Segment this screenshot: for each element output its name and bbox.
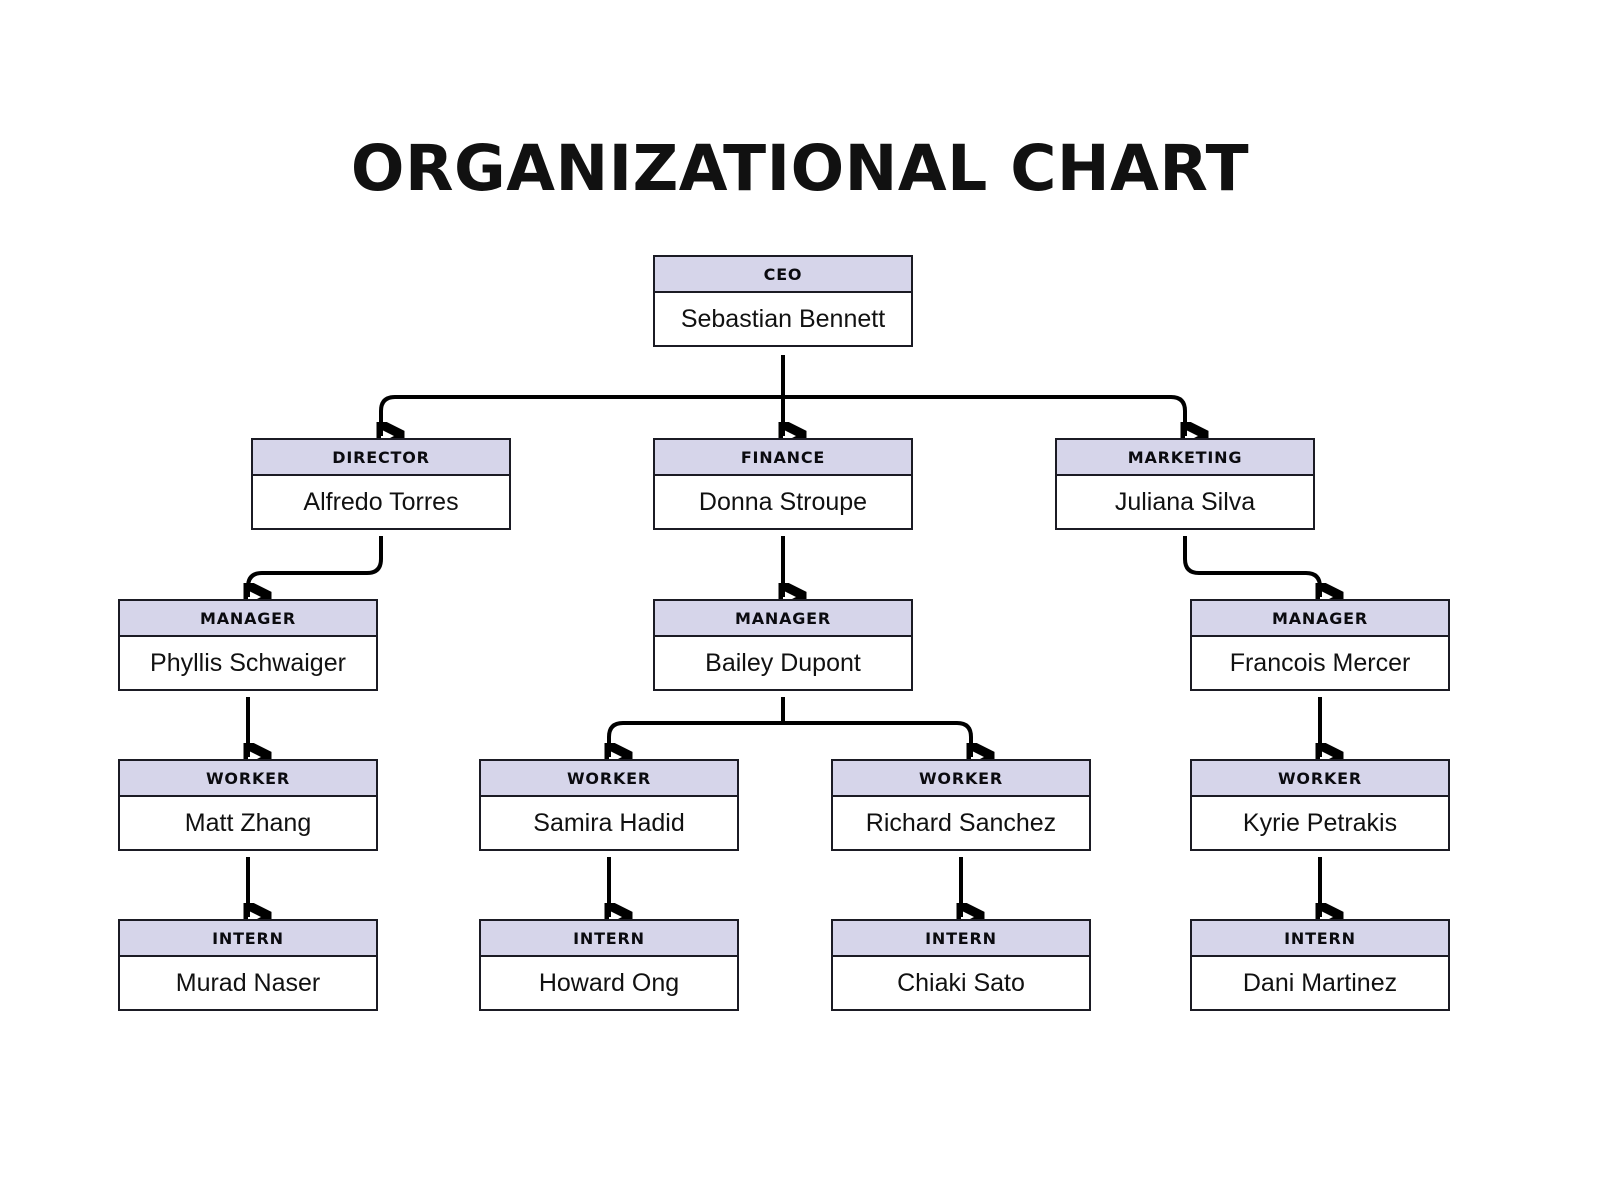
- node-intern4-role: INTERN: [1192, 921, 1448, 957]
- node-intern2-role: INTERN: [481, 921, 737, 957]
- node-worker2-role: WORKER: [481, 761, 737, 797]
- node-intern3-role: INTERN: [833, 921, 1089, 957]
- node-intern4[interactable]: INTERN Dani Martinez: [1190, 919, 1450, 1011]
- node-worker2-name: Samira Hadid: [481, 797, 737, 849]
- node-worker3-name: Richard Sanchez: [833, 797, 1089, 849]
- node-director-name: Alfredo Torres: [253, 476, 509, 528]
- node-worker1[interactable]: WORKER Matt Zhang: [118, 759, 378, 851]
- edge-manager2-to-workers: [609, 697, 971, 757]
- node-manager2-role: MANAGER: [655, 601, 911, 637]
- node-ceo-role: CEO: [655, 257, 911, 293]
- node-manager2-name: Bailey Dupont: [655, 637, 911, 689]
- node-finance-name: Donna Stroupe: [655, 476, 911, 528]
- node-ceo[interactable]: CEO Sebastian Bennett: [653, 255, 913, 347]
- node-worker2[interactable]: WORKER Samira Hadid: [479, 759, 739, 851]
- node-manager1-role: MANAGER: [120, 601, 376, 637]
- edge-director-to-manager1: [248, 536, 383, 597]
- node-marketing-name: Juliana Silva: [1057, 476, 1313, 528]
- node-worker1-role: WORKER: [120, 761, 376, 797]
- page-title: ORGANIZATIONAL CHART: [350, 132, 1250, 205]
- node-intern2-name: Howard Ong: [481, 957, 737, 1009]
- node-manager3[interactable]: MANAGER Francois Mercer: [1190, 599, 1450, 691]
- node-worker3[interactable]: WORKER Richard Sanchez: [831, 759, 1091, 851]
- node-finance-role: FINANCE: [655, 440, 911, 476]
- node-manager3-name: Francois Mercer: [1192, 637, 1448, 689]
- node-manager1[interactable]: MANAGER Phyllis Schwaiger: [118, 599, 378, 691]
- node-intern3[interactable]: INTERN Chiaki Sato: [831, 919, 1091, 1011]
- node-intern4-name: Dani Martinez: [1192, 957, 1448, 1009]
- node-director-role: DIRECTOR: [253, 440, 509, 476]
- node-marketing[interactable]: MARKETING Juliana Silva: [1055, 438, 1315, 530]
- node-worker4-name: Kyrie Petrakis: [1192, 797, 1448, 849]
- node-worker4[interactable]: WORKER Kyrie Petrakis: [1190, 759, 1450, 851]
- node-worker1-name: Matt Zhang: [120, 797, 376, 849]
- node-manager2[interactable]: MANAGER Bailey Dupont: [653, 599, 913, 691]
- node-intern1[interactable]: INTERN Murad Naser: [118, 919, 378, 1011]
- edge-ceo-to-departments: [381, 355, 1185, 436]
- node-ceo-name: Sebastian Bennett: [655, 293, 911, 345]
- node-intern2[interactable]: INTERN Howard Ong: [479, 919, 739, 1011]
- node-manager1-name: Phyllis Schwaiger: [120, 637, 376, 689]
- node-marketing-role: MARKETING: [1057, 440, 1313, 476]
- node-finance[interactable]: FINANCE Donna Stroupe: [653, 438, 913, 530]
- node-worker3-role: WORKER: [833, 761, 1089, 797]
- node-intern1-name: Murad Naser: [120, 957, 376, 1009]
- node-director[interactable]: DIRECTOR Alfredo Torres: [251, 438, 511, 530]
- node-intern1-role: INTERN: [120, 921, 376, 957]
- node-manager3-role: MANAGER: [1192, 601, 1448, 637]
- node-worker4-role: WORKER: [1192, 761, 1448, 797]
- edge-marketing-to-manager3: [1183, 536, 1320, 597]
- node-intern3-name: Chiaki Sato: [833, 957, 1089, 1009]
